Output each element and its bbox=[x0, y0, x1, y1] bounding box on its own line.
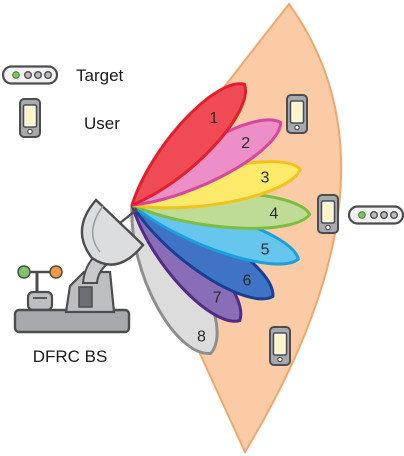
beam-label-6: 6 bbox=[242, 273, 251, 290]
user-phone-icon bbox=[317, 194, 339, 234]
target-icon bbox=[347, 205, 404, 225]
beam-1 bbox=[130, 82, 247, 207]
legend-label-user: User bbox=[84, 114, 120, 133]
base-platform bbox=[13, 308, 131, 334]
base-station-label: DFRC BS bbox=[33, 347, 108, 366]
legend-label-target: Target bbox=[76, 66, 124, 85]
beam-label-8: 8 bbox=[197, 329, 206, 346]
weather-mast-icon bbox=[17, 265, 63, 296]
beam-label-2: 2 bbox=[241, 135, 250, 152]
beam-label-1: 1 bbox=[209, 110, 218, 127]
beam-label-5: 5 bbox=[261, 241, 270, 258]
beam-label-7: 7 bbox=[213, 289, 222, 306]
beam-pattern: 1 2 3 4 56 7 8 bbox=[130, 82, 312, 355]
legend: Target User bbox=[1, 65, 124, 138]
beam-label-3: 3 bbox=[261, 170, 270, 187]
user-phone-icon bbox=[269, 326, 291, 366]
beam-label-4: 4 bbox=[269, 205, 278, 222]
user-phone-icon bbox=[19, 98, 41, 138]
dish-antenna-icon bbox=[80, 198, 145, 266]
target-icon bbox=[1, 65, 59, 85]
user-phone-icon bbox=[286, 94, 308, 134]
base-station bbox=[13, 198, 145, 334]
equipment-box-icon bbox=[26, 290, 54, 312]
